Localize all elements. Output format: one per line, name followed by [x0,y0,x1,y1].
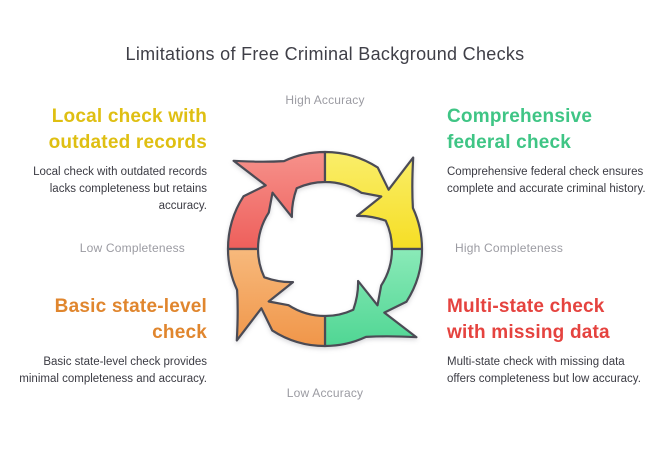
axis-label-high-accuracy: High Accuracy [285,93,365,107]
section-multistate-check-heading: Multi-state check with missing data [447,296,610,343]
section-state-check-body: Basic state-level check provides minimal… [19,356,207,385]
axis-label-high-completeness: High Completeness [455,241,564,255]
section-federal-check-heading: Comprehensive federal check [447,106,593,153]
section-multistate-check-body: Multi-state check with missing data offe… [447,356,641,385]
axis-label-low-accuracy: Low Accuracy [286,386,364,400]
section-local-check: Local check with outdated records Local … [7,104,207,215]
axis-label-low-completeness: Low Completeness [79,241,185,255]
section-local-check-body: Local check with outdated records lacks … [33,166,207,212]
page-title: Limitations of Free Criminal Background … [125,44,525,64]
cycle-arrow-yellow-icon [323,150,424,251]
cycle-arrow-orange-icon [226,247,327,348]
cycle-arrows-diagram [226,150,424,348]
cycle-arrow-red-icon [226,150,327,251]
cycle-arrow-green-icon [323,247,424,348]
section-state-check: Basic state-level check Basic state-leve… [7,294,207,388]
section-federal-check: Comprehensive federal check Comprehensiv… [447,104,647,198]
section-federal-check-body: Comprehensive federal check ensures comp… [447,166,646,195]
section-local-check-heading: Local check with outdated records [48,106,207,153]
section-multistate-check: Multi-state check with missing data Mult… [447,294,647,388]
section-state-check-heading: Basic state-level check [54,296,207,343]
